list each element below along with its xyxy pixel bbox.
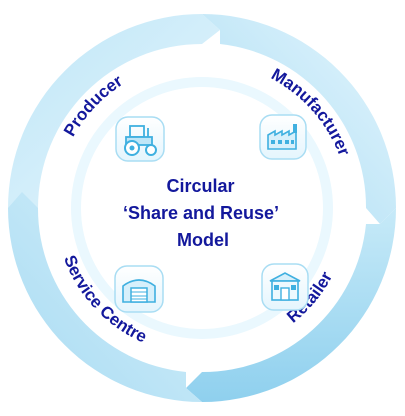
tractor-icon: [115, 116, 165, 162]
center-disc-glow: [71, 77, 333, 339]
center-title: Circular ‘Share and Reuse’ Model: [123, 176, 283, 250]
segment-service-centre: [8, 192, 202, 402]
segment-producer: [8, 14, 220, 208]
warehouse-icon: [114, 265, 164, 313]
shop-icon: [261, 263, 309, 311]
factory-icon: [259, 114, 307, 160]
center-title-line-2: ‘Share and Reuse’: [123, 203, 278, 223]
segment-retailer: [186, 208, 396, 402]
center-title-line-3: Model: [177, 230, 229, 250]
segment-manufacturer: [202, 14, 396, 224]
center-title-line-1: Circular: [166, 176, 234, 196]
ring-segments: [8, 14, 396, 402]
